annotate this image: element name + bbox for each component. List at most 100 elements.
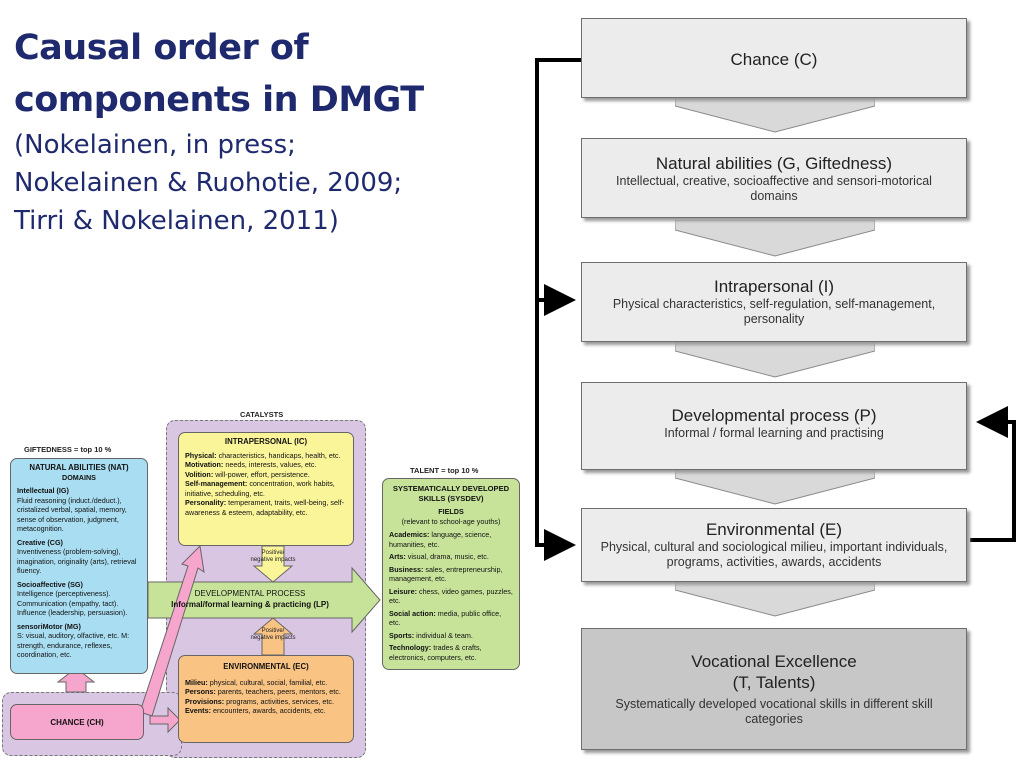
env-item-text: physical, cultural, social, familial, et… [209, 677, 328, 687]
env-item: Provisions: programs, activities, servic… [185, 697, 347, 707]
sys-item-text: visual, drama, music, etc. [407, 552, 489, 561]
intra-item: Physical: characteristics, handicaps, he… [185, 451, 347, 461]
sys-item-text: sales, entrepreneurship, management, etc… [389, 564, 503, 584]
chance-to-nat-arrow [56, 667, 96, 693]
intra-item-text: will-power, effort, persistence. [215, 469, 310, 479]
flow-box-developmental-process: Developmental process (P) Informal / for… [581, 382, 967, 470]
slide-title-line-2: components in DMGT [14, 80, 424, 120]
intra-item-name: Motivation: [185, 460, 224, 469]
sys-item: Social action: media, public office, etc… [389, 609, 513, 628]
flow-box-heading: Intrapersonal (I) [714, 277, 834, 296]
chance-to-intra-arrow [139, 544, 205, 717]
chance-bracket-line [535, 58, 581, 561]
sys-fields: FIELDS [438, 507, 464, 516]
sys-fields-sub: (relevant to school-age youths) [401, 516, 501, 526]
sys-item-text: trades & crafts, electronics, computers,… [389, 643, 482, 662]
developmental-process-label: DEVELOPMENTAL PROCESS Informal/formal le… [150, 588, 350, 610]
nat-item-name: Intellectual (IG) [17, 486, 69, 495]
catalysts-label: CATALYSTS [240, 410, 284, 419]
nat-domains: DOMAINS [62, 472, 96, 482]
intra-item: Motivation: needs, interests, values, et… [185, 460, 347, 470]
nat-item-name: Creative (CG) [17, 537, 63, 547]
flow-box-heading: Chance (C) [730, 50, 818, 69]
flow-box-subtext: Physical characteristics, self-regulatio… [612, 297, 936, 326]
flow-box-intrapersonal: Intrapersonal (I) Physical characteristi… [581, 262, 967, 342]
flow-box-heading: Vocational Excellence [691, 652, 857, 671]
flow-box-subtext: Informal / formal learning and practisin… [664, 426, 884, 440]
env-item-text: encounters, awards, accidents, etc. [212, 706, 326, 715]
sysdev-box: SYSTEMATICALLY DEVELOPED SKILLS (SYSDEV)… [382, 478, 520, 670]
env-item: Persons: parents, teachers, peers, mento… [185, 687, 347, 697]
chevron-3 [675, 341, 875, 378]
sys-item-name: Sports: [389, 630, 415, 640]
flow-box-subtext: Intellectual, creative, socioaffective a… [616, 174, 932, 203]
flow-box-subtext: Systematically developed vocational skil… [615, 697, 933, 726]
dev-sub: Informal/formal learning & practicing (L… [171, 600, 329, 609]
intra-item-text: concentration, work habits, initiative, … [185, 479, 335, 498]
environmental-box: ENVIRONMENTAL (EC) Milieu: physical, cul… [178, 655, 354, 743]
impacts-label-bottom: Positive/ negative impacts [250, 628, 296, 641]
sys-item-text: individual & team. [416, 630, 473, 640]
flow-box-natural-abilities: Natural abilities (G, Giftedness) Intell… [581, 138, 967, 218]
chance-label: CHANCE (CH) [50, 718, 104, 727]
dev-title: DEVELOPMENTAL PROCESS [194, 589, 306, 598]
flow-box-heading: Environmental (E) [705, 520, 843, 539]
env-item: Milieu: physical, cultural, social, fami… [185, 678, 347, 688]
chevron-1 [675, 96, 875, 133]
intra-item-name: Volition: [185, 469, 214, 479]
intra-item-text: temperament, traits, well-being, self-aw… [185, 498, 344, 517]
citation-line-1: (Nokelainen, in press; [14, 130, 296, 160]
sys-item-name: Technology: [389, 643, 432, 652]
sys-item-text: chess, video games, puzzles, etc. [389, 586, 513, 606]
intrapersonal-box: INTRAPERSONAL (IC) Physical: characteris… [178, 432, 354, 546]
nat-item-name: sensoriMotor (MG) [17, 621, 81, 631]
chance-box: CHANCE (CH) [10, 704, 144, 740]
flow-box-heading: Natural abilities (G, Giftedness) [655, 154, 893, 173]
env-item-name: Milieu: [185, 677, 208, 687]
flow-box-chance: Chance (C) [581, 18, 967, 98]
sys-item: Leisure: chess, video games, puzzles, et… [389, 587, 513, 606]
slide-title-block: Causal order of components in DMGT (Noke… [14, 22, 484, 240]
intra-item: Self-management: concentration, work hab… [185, 479, 347, 498]
giftedness-label: GIFTEDNESS = top 10 % [24, 445, 112, 454]
chevron-4 [675, 468, 875, 505]
nat-item-name: Socioaffective (SG) [17, 579, 83, 589]
intra-item-text: characteristics, handicaps, health, etc. [218, 450, 341, 460]
flow-box-environmental: Environmental (E) Physical, cultural and… [581, 508, 967, 582]
flow-box-vocational-excellence: Vocational Excellence (T, Talents) Syste… [581, 628, 967, 750]
nat-item-text: Fluid reasoning (induct./deduct.), crist… [17, 495, 127, 534]
sys-item: Technology: trades & crafts, electronics… [389, 643, 513, 662]
sys-item: Academics: language, science, humanities… [389, 530, 513, 549]
intra-title: INTRAPERSONAL (IC) [224, 437, 308, 446]
sys-title: SYSTEMATICALLY DEVELOPED SKILLS (SYSDEV) [392, 484, 510, 503]
talent-label: TALENT = top 10 % [410, 466, 479, 475]
env-item-name: Persons: [185, 687, 216, 696]
intra-item: Volition: will-power, effort, persistenc… [185, 470, 347, 480]
slide-title-line-1: Causal order of [14, 28, 309, 68]
sys-item-name: Business: [389, 564, 424, 574]
intra-item-name: Self-management: [185, 479, 248, 488]
intra-item: Personality: temperament, traits, well-b… [185, 498, 347, 517]
sys-item: Business: sales, entrepreneurship, manag… [389, 565, 513, 584]
nat-item-text: Inventiveness (problem-solving), imagina… [17, 547, 137, 575]
env-impact-arrow [252, 617, 294, 656]
intra-item-name: Personality: [185, 498, 227, 507]
intra-item-text: needs, interests, values, etc. [225, 460, 317, 469]
citation-line-2: Nokelainen & Ruohotie, 2009; [14, 168, 403, 198]
nat-item-text: S: visual, auditory, olfactive, etc. M: … [17, 631, 130, 659]
nat-item: sensoriMotor (MG)S: visual, auditory, ol… [17, 622, 141, 660]
flow-box-subtext: Physical, cultural and sociological mili… [600, 540, 948, 569]
sys-item: Sports: individual & team. [389, 631, 513, 641]
env-item-text: programs, activities, services, etc. [226, 696, 335, 706]
nat-item: Creative (CG)Inventiveness (problem-solv… [17, 538, 141, 576]
flow-box-heading: Developmental process (P) [671, 406, 877, 425]
env-item-text: parents, teachers, peers, mentors, etc. [217, 687, 341, 696]
sys-item-name: Arts: [389, 552, 406, 561]
nat-item: Socioaffective (SG)Intelligence (percept… [17, 580, 141, 618]
nat-title: NATURAL ABILITIES (NAT) [29, 463, 129, 472]
environmental-feedback-line [970, 406, 1016, 542]
impacts-label-top: Positive/ negative impacts [250, 550, 296, 563]
sys-item-name: Academics: [389, 530, 430, 539]
intra-impact-arrow [252, 545, 294, 583]
